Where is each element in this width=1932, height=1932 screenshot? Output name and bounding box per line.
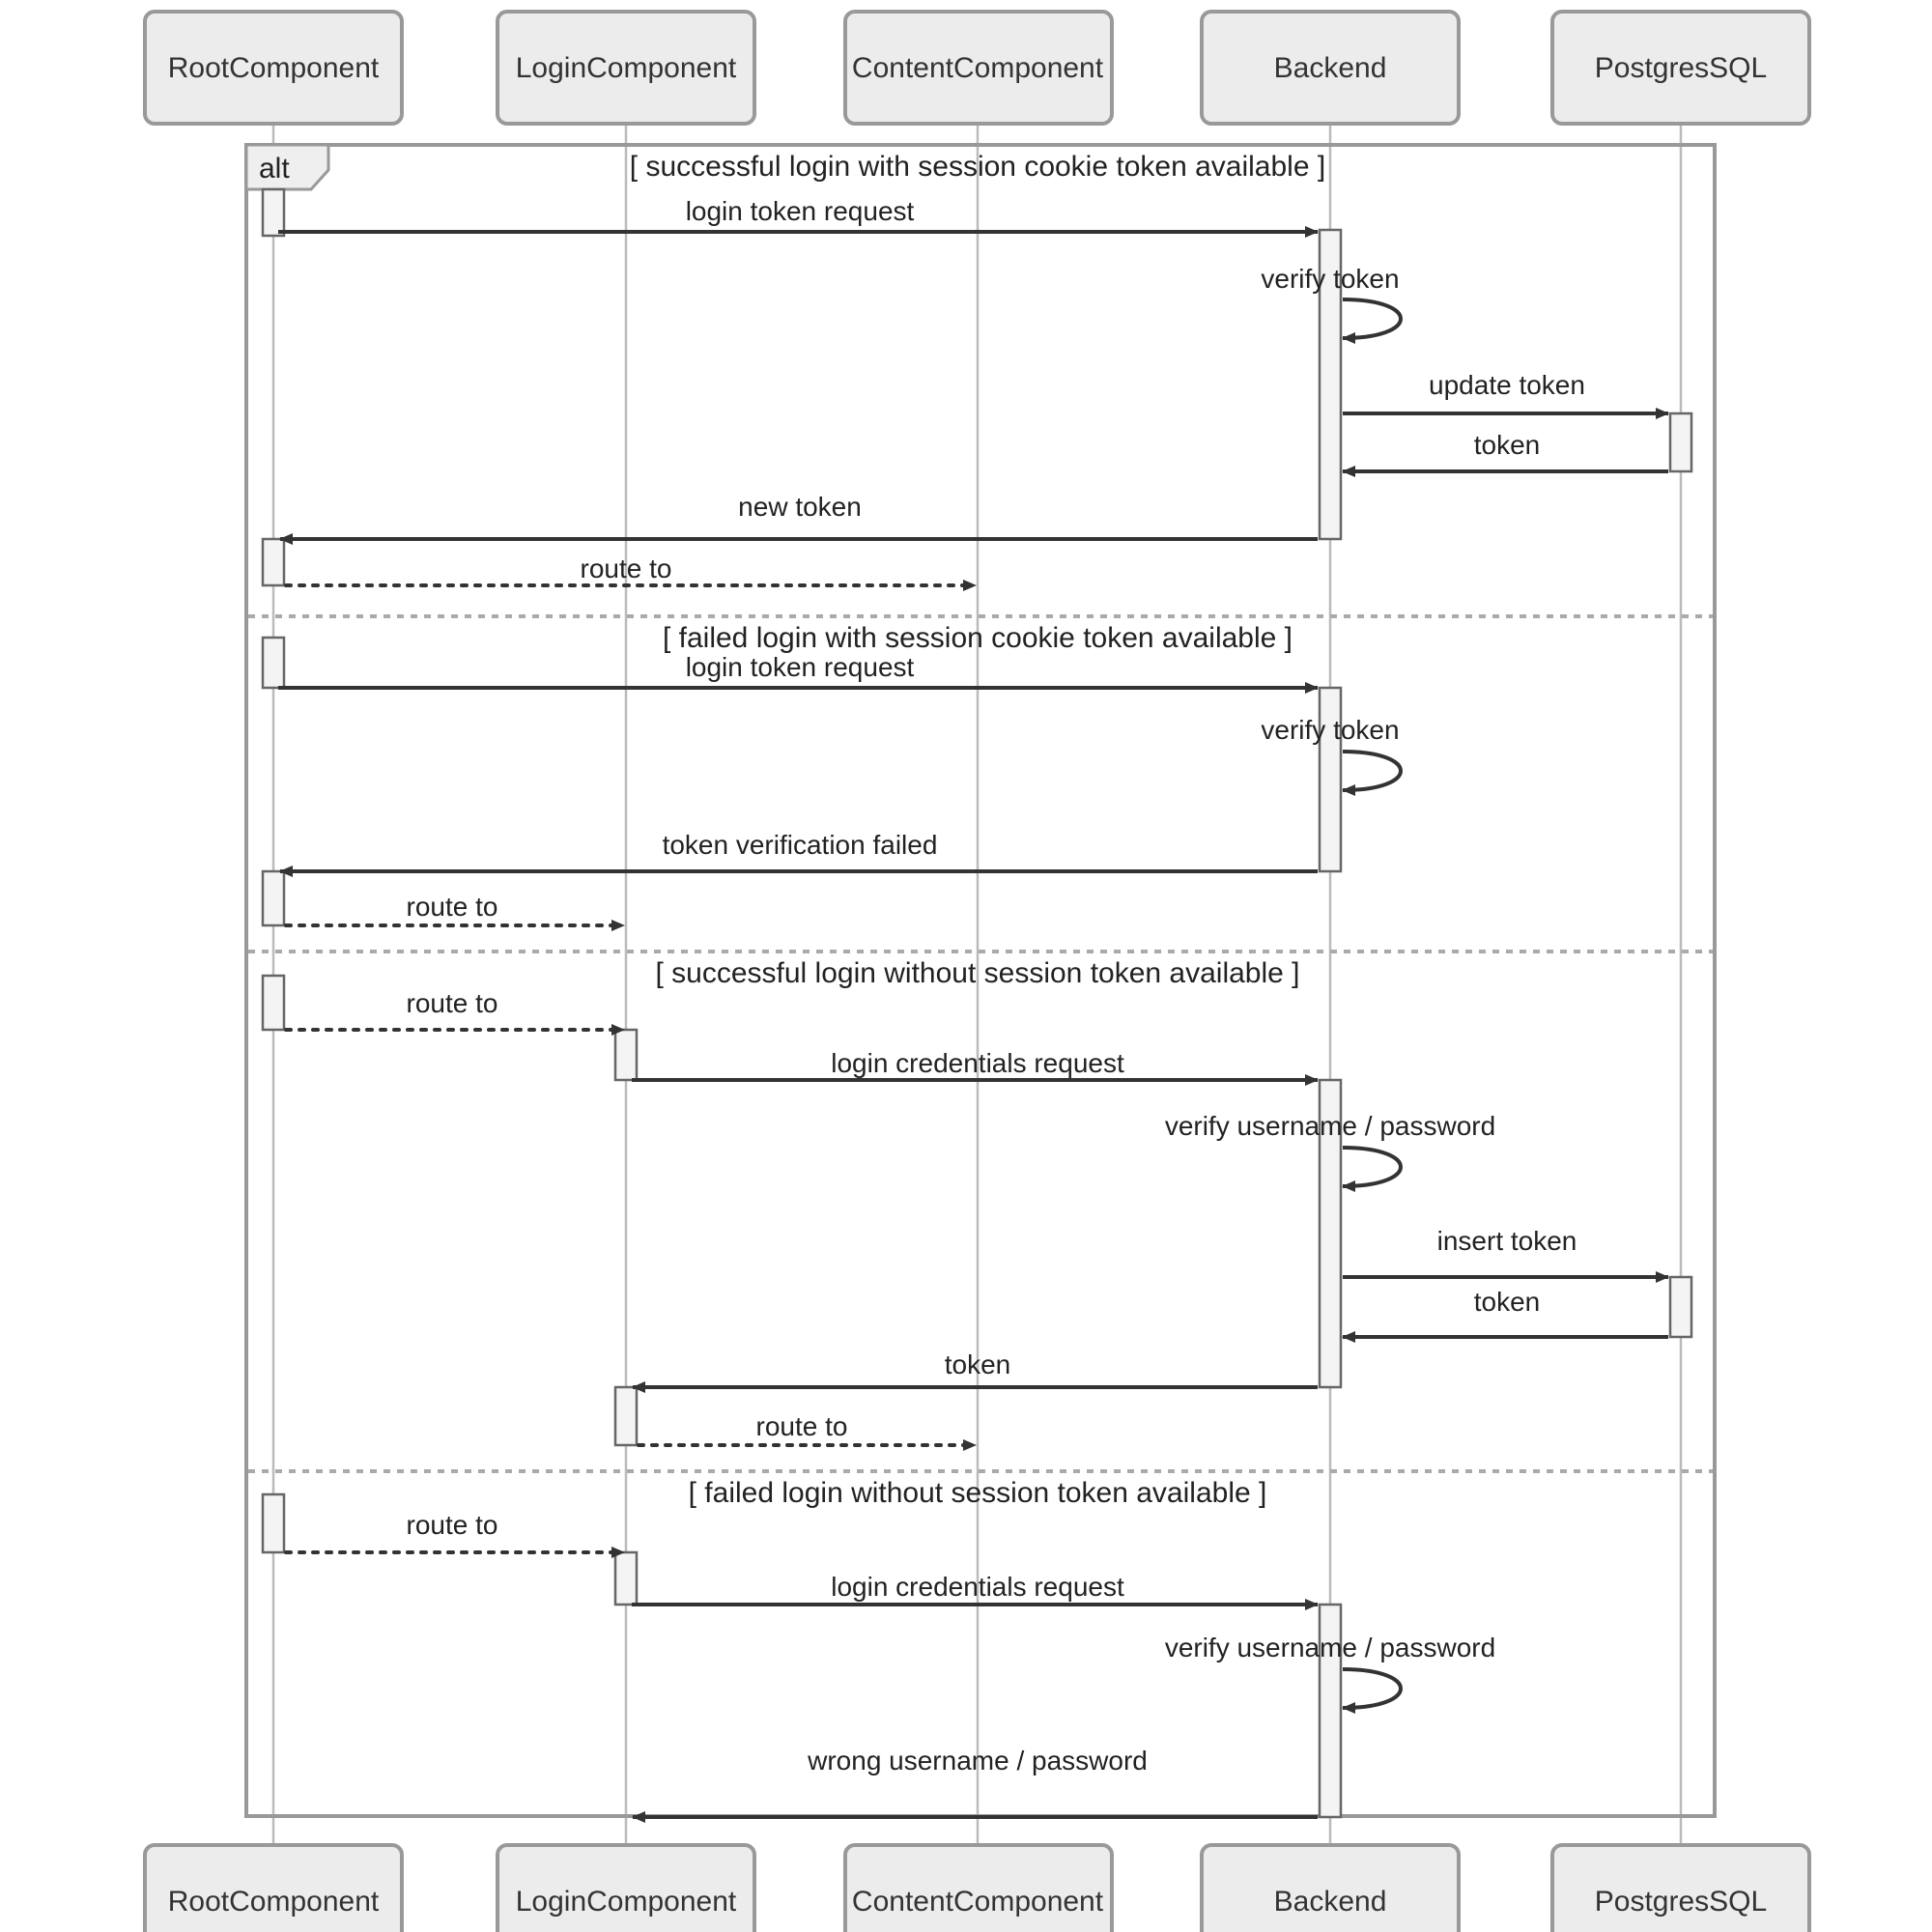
activation-db-s1 <box>1668 412 1693 473</box>
message-label-s4-2: verify username / password <box>1165 1633 1495 1662</box>
activation-login-s3b <box>613 1385 639 1447</box>
participant-label-bottom-root: RootComponent <box>168 1886 380 1918</box>
activation-login-s4 <box>613 1550 639 1606</box>
message-label-s1-5: route to <box>581 554 672 583</box>
activation-backend-s3 <box>1318 1078 1343 1389</box>
participant-label-db: PostgresSQL <box>1595 52 1767 84</box>
participant-label-bottom-login: LoginComponent <box>516 1886 737 1918</box>
alt-condition-4: [ failed login without session token ava… <box>689 1477 1267 1509</box>
participant-box-db[interactable]: PostgresSQL <box>1550 10 1811 126</box>
messages-section-3: route to login credentials request verif… <box>284 988 1669 1451</box>
message-label-s3-1: login credentials request <box>831 1048 1124 1078</box>
participant-label-login: LoginComponent <box>516 52 737 84</box>
messages-section-1: login token request verify token update … <box>278 196 1669 591</box>
participant-box-login[interactable]: LoginComponent <box>496 10 756 126</box>
activation-root-s4 <box>261 1492 286 1554</box>
message-arrow-s4-2 <box>1342 1667 1403 1714</box>
participants-bottom: RootComponent LoginComponent ContentComp… <box>143 1843 1811 1932</box>
message-label-s3-0: route to <box>407 988 498 1018</box>
message-label-s4-1: login credentials request <box>831 1572 1124 1602</box>
message-label-s1-0: login token request <box>686 196 915 226</box>
participant-label-root: RootComponent <box>168 52 380 84</box>
message-label-s3-3: insert token <box>1437 1226 1577 1256</box>
participant-box-backend[interactable]: Backend <box>1200 10 1461 126</box>
section-dividers <box>248 614 1713 1473</box>
participant-label-backend: Backend <box>1274 52 1387 84</box>
message-label-s4-0: route to <box>407 1510 498 1540</box>
messages-section-4: route to login credentials request verif… <box>284 1510 1495 1823</box>
participant-label-bottom-backend: Backend <box>1274 1886 1387 1918</box>
participant-box-bottom-login[interactable]: LoginComponent <box>496 1843 756 1932</box>
message-label-s3-6: route to <box>756 1411 848 1441</box>
message-label-s1-1: verify token <box>1261 264 1399 294</box>
message-label-s2-1: verify token <box>1261 715 1399 745</box>
message-label-s3-5: token <box>945 1350 1011 1379</box>
activation-root-s1b <box>261 537 286 587</box>
activation-root-s2a <box>261 636 286 690</box>
alt-condition-1: [ successful login with session cookie t… <box>630 151 1325 183</box>
participant-box-bottom-root[interactable]: RootComponent <box>143 1843 404 1932</box>
participant-label-content: ContentComponent <box>852 52 1104 84</box>
activation-root-s2b <box>261 869 286 927</box>
message-label-s2-3: route to <box>407 892 498 922</box>
message-label-s4-3: wrong username / password <box>807 1746 1148 1776</box>
activation-root-s3 <box>261 974 286 1032</box>
activation-db-s3 <box>1668 1275 1693 1339</box>
activation-login-s3a <box>613 1028 639 1082</box>
message-label-s1-3: token <box>1474 430 1541 460</box>
activation-backend-s4 <box>1318 1603 1343 1819</box>
message-arrow-s1-1 <box>1342 298 1403 344</box>
participant-box-bottom-db[interactable]: PostgresSQL <box>1550 1843 1811 1932</box>
message-arrow-s2-1 <box>1342 750 1403 796</box>
message-label-s1-2: update token <box>1429 370 1585 400</box>
alt-keyword-label: alt <box>259 153 290 185</box>
activation-bars <box>261 187 1693 1819</box>
alt-condition-3: [ successful login without session token… <box>655 957 1299 989</box>
participant-box-bottom-backend[interactable]: Backend <box>1200 1843 1461 1932</box>
participant-box-bottom-content[interactable]: ContentComponent <box>843 1843 1114 1932</box>
participant-box-root[interactable]: RootComponent <box>143 10 404 126</box>
activation-backend-s1 <box>1318 228 1343 541</box>
activation-root-s1a <box>261 187 286 238</box>
activation-backend-s2 <box>1318 686 1343 873</box>
alt-condition-2: [ failed login with session cookie token… <box>663 622 1293 654</box>
messages-section-2: login token request verify token token v… <box>278 652 1403 931</box>
message-label-s2-0: login token request <box>686 652 915 682</box>
message-label-s1-4: new token <box>738 492 862 522</box>
participant-label-bottom-db: PostgresSQL <box>1595 1886 1767 1918</box>
message-arrow-s3-2 <box>1342 1146 1403 1192</box>
message-label-s3-4: token <box>1474 1287 1541 1317</box>
participants-top: RootComponent LoginComponent ContentComp… <box>143 10 1811 126</box>
message-label-s2-2: token verification failed <box>663 830 938 860</box>
participant-label-bottom-content: ContentComponent <box>852 1886 1104 1918</box>
message-label-s3-2: verify username / password <box>1165 1111 1495 1141</box>
participant-box-content[interactable]: ContentComponent <box>843 10 1114 126</box>
alt-keyword-tab <box>244 143 330 191</box>
